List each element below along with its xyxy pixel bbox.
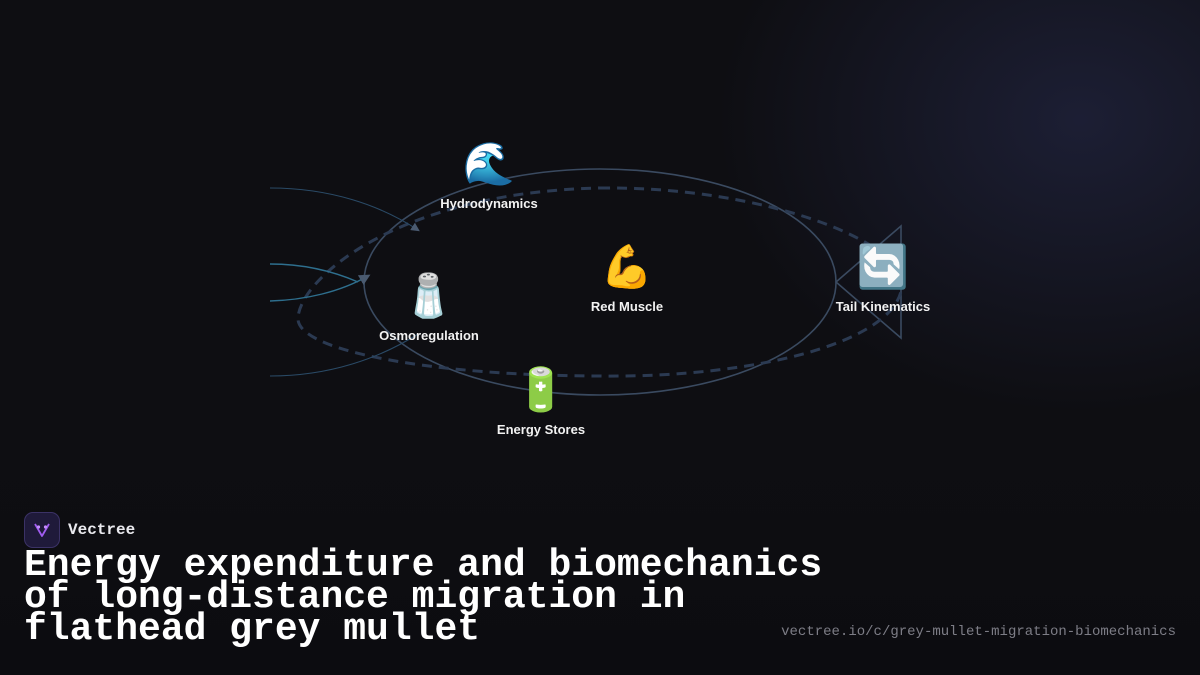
source-url[interactable]: vectree.io/c/grey-mullet-migration-biome… [781,624,1176,640]
flow-line-upper [269,187,420,232]
node-label: Hydrodynamics [440,196,538,211]
brand-name: Vectree [68,521,136,539]
battery-icon: 🔋 [514,365,568,414]
node-red-muscle: 💪 Red Muscle [576,242,678,315]
node-hydrodynamics: 🌊 Hydrodynamics [430,139,548,212]
node-label: Osmoregulation [379,328,479,343]
flow-line-lower [269,333,419,377]
node-label: Red Muscle [590,299,664,314]
brand: Vectree [24,512,135,548]
node-osmoregulation: 🧂 Osmoregulation [370,271,488,344]
salt-shaker-icon: 🧂 [402,271,456,320]
node-tail-kinematics: 🔄 Tail Kinematics [826,242,940,315]
cycle-arrows-icon: 🔄 [856,242,910,291]
page-title: Energy expenditure and biomechanics of l… [24,544,823,651]
flow-line-center-lower [269,274,371,302]
vectree-logo-icon [24,512,60,548]
flexed-biceps-icon: 💪 [600,242,654,291]
node-label: Energy Stores [496,422,586,437]
wave-icon: 🌊 [462,139,516,188]
node-label: Tail Kinematics [835,299,931,314]
node-energy-stores: 🔋 Energy Stores [486,365,596,438]
flow-line-center-upper [269,263,359,283]
migration-loop-path [296,186,904,378]
